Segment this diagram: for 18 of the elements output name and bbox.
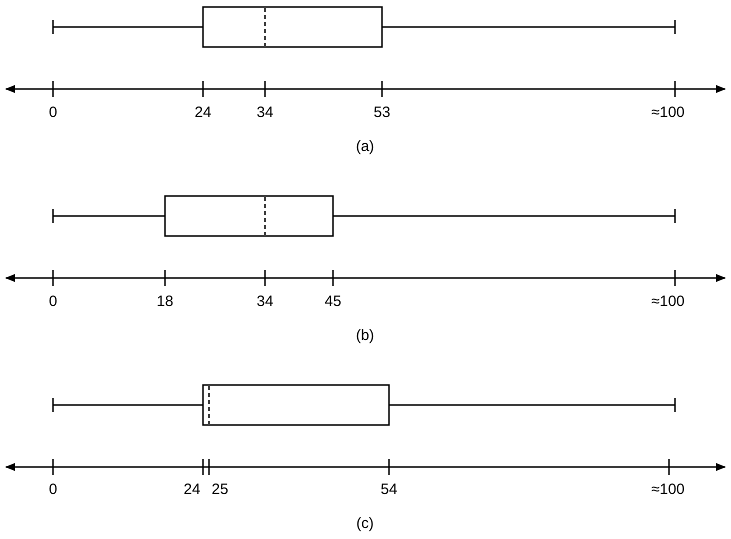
tick-label: ≈100 — [651, 293, 685, 311]
panel-caption: (b) — [356, 327, 374, 345]
tick-label: 24 — [184, 481, 200, 499]
tick-label: 0 — [48, 104, 58, 122]
tick-label: 53 — [374, 104, 390, 122]
tick-label: ≈100 — [651, 481, 685, 499]
tick-label: 25 — [212, 481, 228, 499]
tick-label: ≈100 — [651, 104, 685, 122]
tick-label: 54 — [380, 481, 398, 499]
panel-caption: (c) — [356, 515, 374, 533]
tick-label: 34 — [256, 104, 274, 122]
tick-label: 24 — [194, 104, 212, 122]
tick-label: 0 — [48, 293, 58, 311]
tick-label: 18 — [156, 293, 174, 311]
tick-label: 34 — [256, 293, 274, 311]
tick-label: 45 — [324, 293, 342, 311]
tick-label: 0 — [48, 481, 58, 499]
panel-caption: (a) — [356, 138, 374, 156]
